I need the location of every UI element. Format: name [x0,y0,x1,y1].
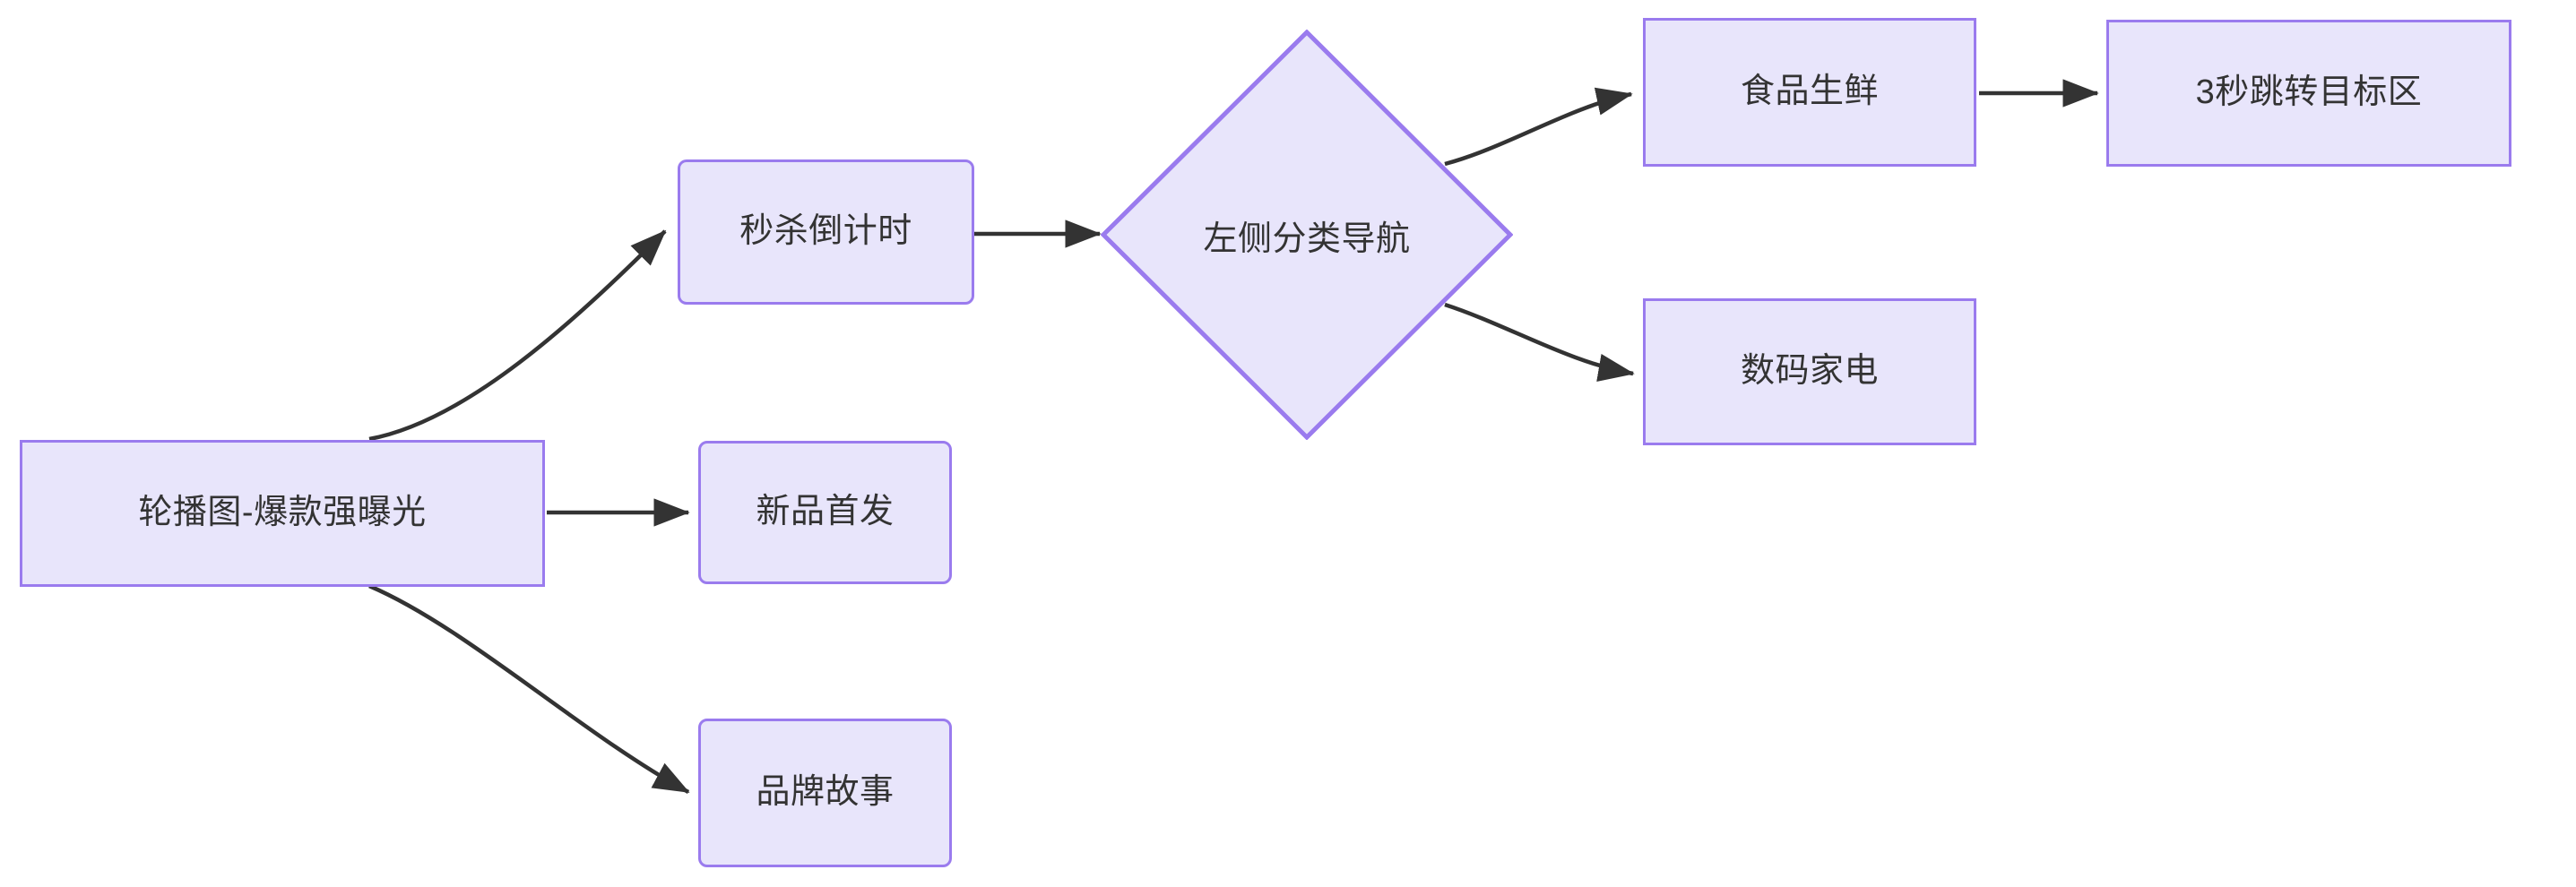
diamond-shape [1101,30,1513,440]
node-digital-appliances[interactable]: 数码家电 [1643,298,1976,445]
node-flash-sale-countdown[interactable]: 秒杀倒计时 [678,159,974,305]
node-carousel-hero[interactable]: 轮播图-爆款强曝光 [20,440,545,587]
edge-n1-n4 [368,583,690,794]
node-left-category-nav-label: 左侧分类导航 [1203,220,1411,258]
node-fresh-food[interactable]: 食品生鲜 [1643,18,1976,167]
node-brand-story[interactable]: 品牌故事 [698,719,952,867]
node-left-category-nav[interactable]: 左侧分类导航 [1101,30,1513,440]
edge-n1-n2 [368,229,667,442]
node-new-product-launch[interactable]: 新品首发 [698,441,952,584]
node-three-second-jump-target[interactable]: 3秒跳转目标区 [2106,20,2511,167]
